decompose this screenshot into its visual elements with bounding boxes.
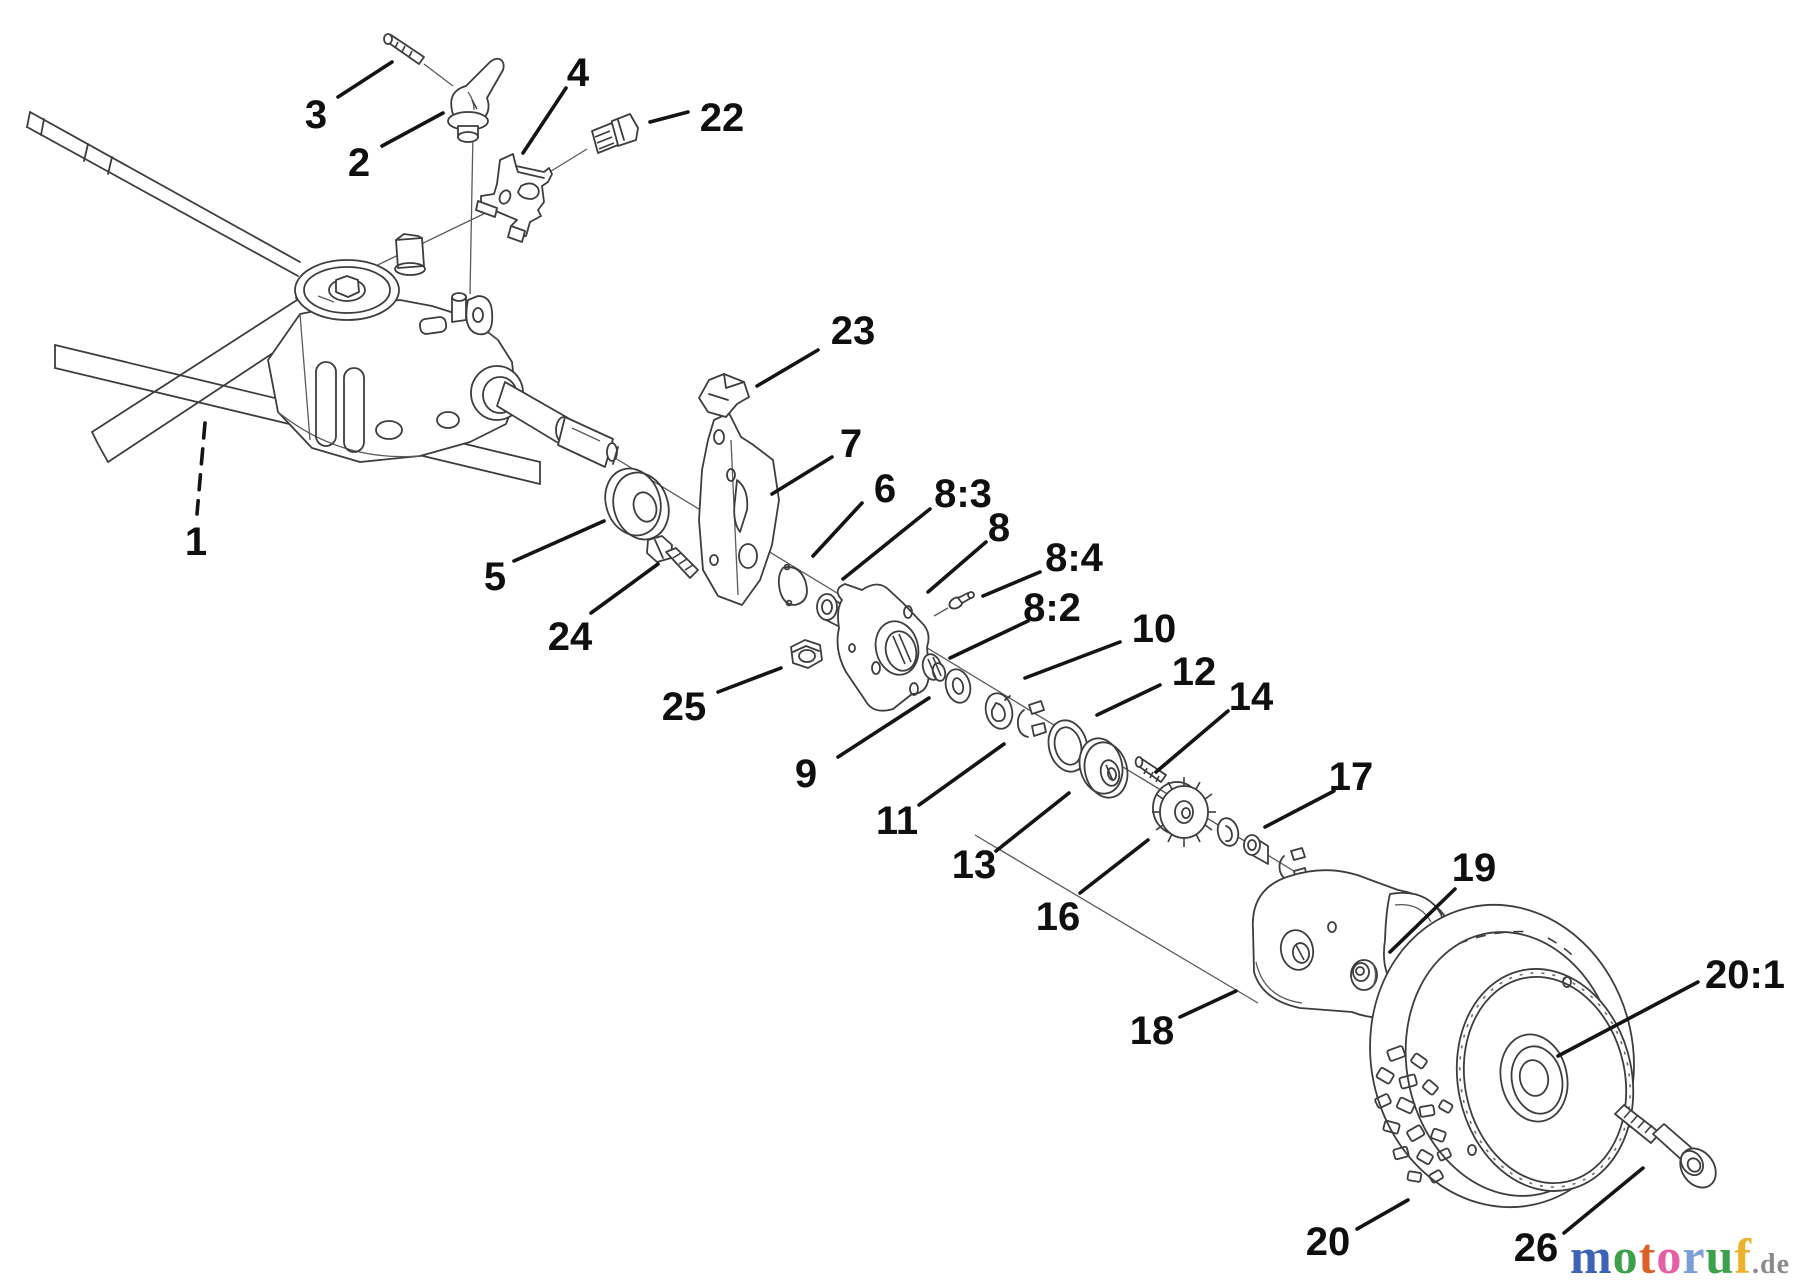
part-handle-tube-upper [26, 111, 301, 277]
callout-24: 24 [548, 562, 660, 659]
callout-label-5: 5 [484, 555, 506, 599]
watermark-motoruf: motoruf.de [1570, 1231, 1790, 1281]
callouts: 1 2 3 4 22 23 7 6 [185, 51, 1785, 1270]
callout-label-3: 3 [305, 93, 327, 137]
part-nut-25 [790, 639, 823, 669]
part-lever-23 [698, 373, 750, 418]
watermark-suffix: .de [1752, 1249, 1790, 1280]
callout-3: 3 [305, 60, 394, 137]
callout-14: 14 [1154, 675, 1274, 774]
part-washer-9 [944, 668, 972, 704]
part-nut-19 [1350, 959, 1378, 991]
part-gearbox-housing [267, 233, 619, 468]
callout-label-1: 1 [185, 520, 207, 564]
part-bearing-8-2 [921, 653, 947, 682]
callout-16: 16 [1036, 838, 1150, 939]
callout-label-26: 26 [1514, 1226, 1559, 1270]
callout-25: 25 [662, 666, 783, 729]
callout-19: 19 [1388, 846, 1497, 954]
callout-17: 17 [1263, 755, 1374, 829]
callout-label-8-3: 8:3 [934, 472, 992, 516]
callout-label-10: 10 [1132, 607, 1177, 651]
part-flanged-disc-13 [1078, 737, 1129, 799]
callout-8: 8 [926, 506, 1010, 594]
callout-label-12: 12 [1172, 650, 1217, 694]
callout-11: 11 [876, 742, 1006, 843]
callout-23: 23 [755, 309, 876, 388]
callout-7: 7 [770, 422, 862, 496]
callout-4: 4 [521, 51, 590, 155]
part-washer-17a [1216, 817, 1240, 847]
part-grease-fitting-8-4 [933, 591, 975, 617]
callout-13: 13 [952, 791, 1071, 887]
part-washer-5 [604, 467, 670, 541]
watermark-letter: m [1570, 1228, 1613, 1284]
callout-18: 18 [1130, 989, 1238, 1053]
callout-12: 12 [1095, 650, 1217, 717]
part-pinion-gear-16 [1152, 777, 1216, 847]
part-bushing-17b [1243, 834, 1269, 865]
callout-label-18: 18 [1130, 1009, 1175, 1053]
callout-8-2: 8:2 [948, 586, 1081, 660]
part-hub-8 [836, 583, 930, 712]
callout-label-2: 2 [348, 141, 370, 185]
callout-label-8-4: 8:4 [1045, 536, 1104, 580]
callout-label-8: 8 [988, 506, 1010, 550]
watermark-letter: r [1682, 1228, 1706, 1284]
part-pulley [294, 259, 400, 321]
callout-8-4: 8:4 [981, 536, 1104, 598]
part-keyed-washer-11 [984, 692, 1014, 730]
callout-1: 1 [185, 421, 207, 564]
wheel-tread-blocks [1374, 1045, 1454, 1184]
callout-9: 9 [795, 696, 931, 796]
watermark-letter: o [1612, 1228, 1639, 1284]
part-pin-3 [383, 33, 425, 65]
part-knob-2 [447, 57, 505, 143]
callout-label-19: 19 [1452, 846, 1497, 890]
part-bolt-22 [591, 113, 639, 154]
callout-label-9: 9 [795, 752, 817, 796]
part-wheel-20 [1369, 903, 1635, 1209]
part-bolt-26 [1614, 1104, 1717, 1189]
part-plate-7 [698, 412, 780, 606]
callout-label-17: 17 [1329, 755, 1374, 799]
callout-2: 2 [348, 111, 445, 185]
callout-26: 26 [1514, 1166, 1645, 1270]
watermark-letter: t [1638, 1228, 1657, 1284]
callout-label-14: 14 [1229, 675, 1274, 719]
part-e-clip-10 [1016, 700, 1047, 738]
callout-label-25: 25 [662, 685, 707, 729]
callout-label-13: 13 [952, 843, 997, 887]
callout-label-7: 7 [840, 422, 862, 466]
callout-label-8-2: 8:2 [1023, 586, 1081, 630]
callout-label-23: 23 [831, 309, 876, 353]
callout-label-4: 4 [567, 51, 590, 95]
callout-8-3: 8:3 [841, 472, 992, 581]
callout-20: 20 [1306, 1198, 1410, 1264]
part-hubcap-20-1 [1455, 968, 1635, 1192]
watermark-letter: o [1656, 1228, 1683, 1284]
callout-6: 6 [811, 467, 896, 558]
callout-label-11: 11 [876, 799, 918, 843]
callout-label-20-1: 20:1 [1705, 953, 1785, 997]
callout-label-22: 22 [700, 96, 745, 140]
part-bracket-4 [475, 153, 553, 243]
part-bolt-24 [646, 535, 699, 579]
callout-10: 10 [1023, 607, 1177, 680]
part-pin-14 [1134, 756, 1167, 783]
callout-20-1: 20:1 [1556, 953, 1785, 1058]
callout-label-24: 24 [548, 615, 593, 659]
callout-label-20: 20 [1306, 1220, 1351, 1264]
watermark-letter: u [1705, 1228, 1735, 1284]
watermark-letter: f [1734, 1228, 1752, 1284]
callout-label-16: 16 [1036, 895, 1081, 939]
callout-5: 5 [484, 519, 606, 599]
part-ring-12 [1047, 719, 1089, 773]
callout-22: 22 [648, 96, 745, 140]
callout-label-6: 6 [874, 467, 896, 511]
part-ring-6 [777, 563, 808, 607]
